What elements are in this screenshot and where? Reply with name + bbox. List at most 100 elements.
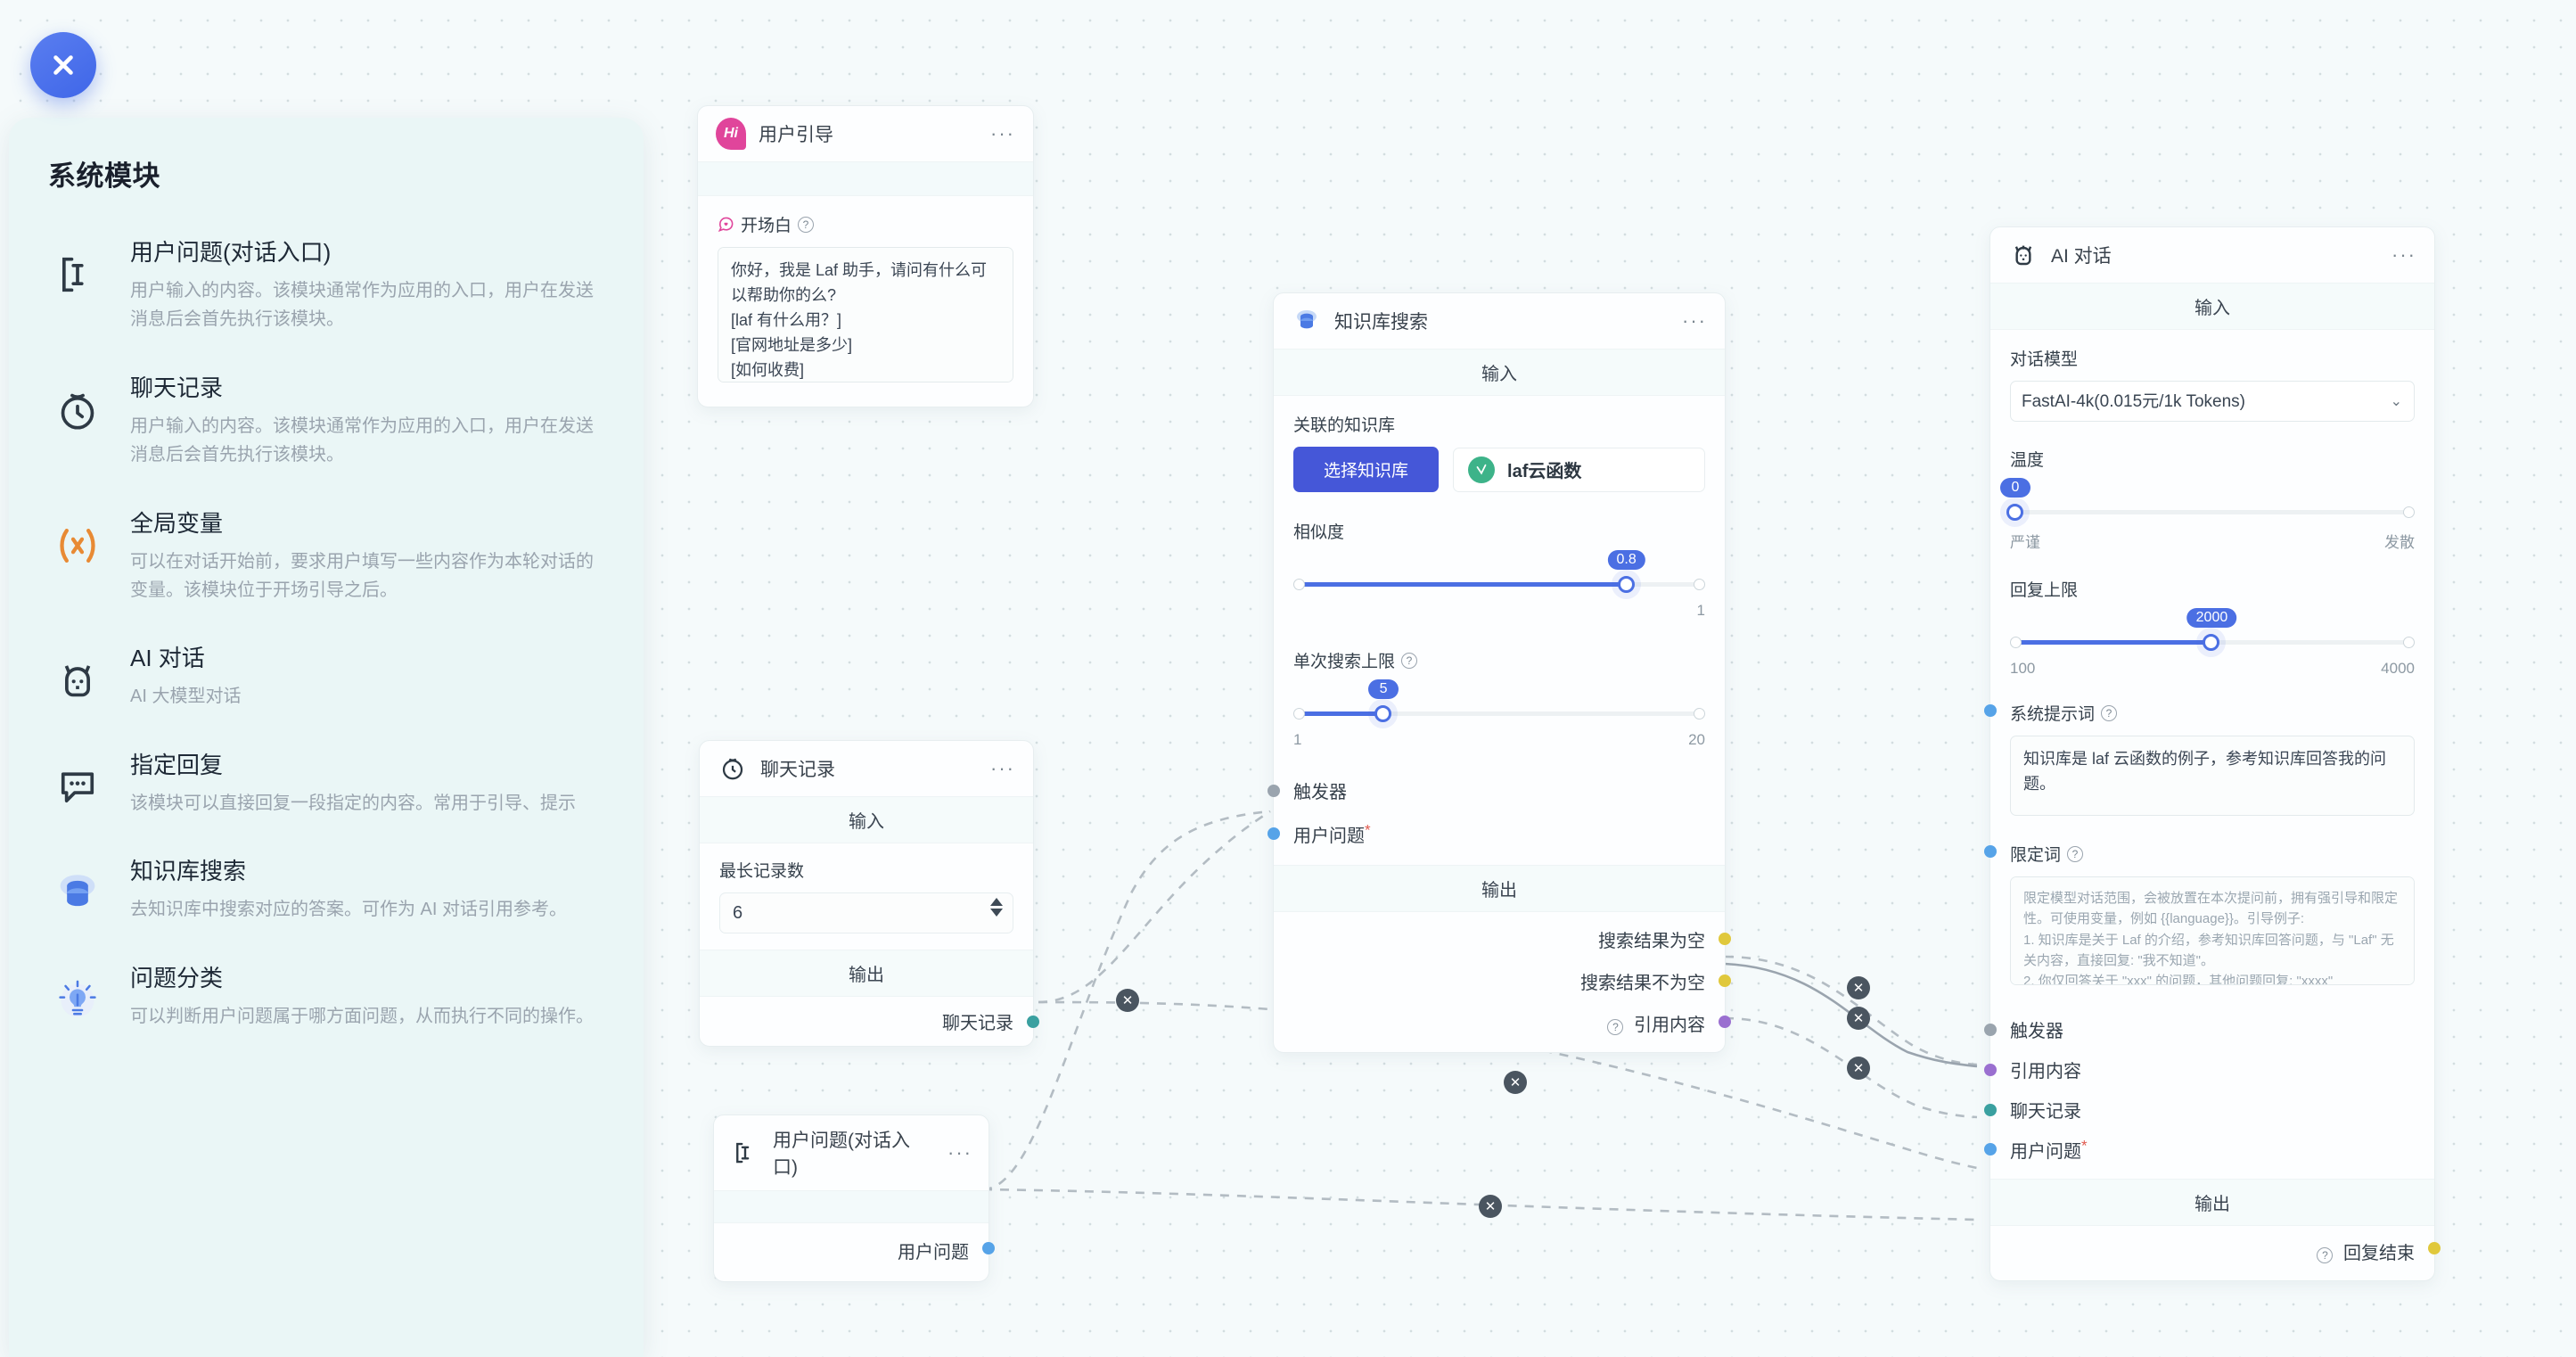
select-dataset-button[interactable]: 选择知识库 (1293, 447, 1440, 492)
node-header[interactable]: AI 对话 ··· (1990, 227, 2434, 284)
node-menu-button[interactable]: ··· (1682, 309, 1707, 332)
port-dot-chat-history[interactable] (1027, 1015, 1039, 1028)
clock-icon (48, 381, 107, 440)
max-tokens-slider[interactable]: 2000 (2010, 608, 2415, 662)
similarity-slider-knob[interactable] (1617, 576, 1635, 593)
stepper-arrows[interactable] (990, 898, 1003, 917)
node-menu-button[interactable]: ··· (990, 757, 1015, 779)
temperature-scale: 严谨 发散 (2010, 530, 2415, 552)
node-user-guide[interactable]: Hi 用户引导 ··· 开场白 ? (697, 105, 1034, 407)
output-port-quote[interactable]: ? 引用内容 (1274, 1001, 1731, 1052)
sidebar-item-ai-chat[interactable]: AI 对话 AI 大模型对话 (48, 638, 604, 711)
port-dot-system-prompt[interactable] (1984, 704, 1997, 717)
node-menu-button[interactable]: ··· (948, 1141, 972, 1164)
sidebar-item-kb-search[interactable]: 知识库搜索 去知识库中搜索对应的答案。可作为 AI 对话引用参考。 (48, 851, 604, 924)
port-dot-chat-history[interactable] (1984, 1103, 1997, 1116)
slider-fill (1297, 711, 1384, 716)
output-port-answer-end[interactable]: ? 回复结束 (1990, 1226, 2441, 1280)
port-dot-trigger[interactable] (1984, 1023, 1997, 1036)
dataset-tag-label: laf云函数 (1507, 462, 1582, 481)
dataset-tag[interactable]: laf云函数 (1453, 447, 1705, 492)
port-dot-user-question[interactable] (982, 1242, 995, 1254)
output-port-nonempty-result[interactable]: 搜索结果不为空 (1274, 959, 1731, 1001)
input-port-trigger[interactable]: 触发器 (1984, 1009, 2434, 1049)
sidebar-item-question-classify[interactable]: 问题分类 可以判断用户问题属于哪方面问题，从而执行不同的操作。 (48, 958, 604, 1031)
node-title: 用户问题(对话入口) (773, 1131, 910, 1178)
dataset-label: 关联的知识库 (1293, 416, 1396, 435)
max-records-input[interactable] (719, 892, 1013, 933)
node-menu-button[interactable]: ··· (2391, 243, 2416, 266)
temperature-slider-knob[interactable] (2006, 504, 2023, 521)
similarity-slider[interactable]: 0.8 (1293, 550, 1705, 604)
help-icon[interactable]: ? (1607, 1019, 1624, 1035)
close-panel-button[interactable] (30, 32, 96, 98)
port-dot-quote[interactable] (1984, 1063, 1997, 1076)
node-body: 开场白 ? (698, 196, 1033, 407)
sidebar-item-title: 指定回复 (130, 751, 224, 778)
edge-delete-button[interactable]: ✕ (1847, 976, 1870, 999)
search-limit-slider[interactable]: 5 (1293, 679, 1705, 733)
edge-delete-button[interactable]: ✕ (1847, 1007, 1870, 1030)
output-port-label: 搜索结果为空 (1598, 932, 1705, 951)
input-port-label: 引用内容 (2010, 1062, 2081, 1081)
input-port-chat-history[interactable]: 聊天记录 (1984, 1090, 2434, 1130)
system-prompt-textarea[interactable] (2010, 736, 2415, 816)
help-icon[interactable]: ? (2067, 845, 2084, 862)
output-port-chat-history[interactable]: 聊天记录 (700, 997, 1039, 1046)
stepper-up-icon[interactable] (990, 898, 1003, 906)
input-port-trigger[interactable]: 触发器 (1267, 769, 1725, 812)
port-dot-user-question[interactable] (1984, 1143, 1997, 1156)
node-ai-chat[interactable]: AI 对话 ··· 输入 对话模型 FastAI-4k(0.015元/1k To… (1984, 226, 2441, 1281)
qualifier-textarea[interactable] (2010, 876, 2415, 985)
port-dot-answer-end[interactable] (2428, 1242, 2441, 1254)
qualifier-label: 限定词 ? (1984, 842, 2415, 866)
port-dot-empty-result[interactable] (1719, 933, 1731, 945)
sidebar-item-user-question[interactable]: 用户问题(对话入口) 用户输入的内容。该模块通常作为应用的入口，用户在发送消息后… (48, 233, 604, 334)
model-select[interactable]: FastAI-4k(0.015元/1k Tokens) (2010, 381, 2415, 422)
slider-max-dot (1694, 708, 1705, 720)
port-dot-quote[interactable] (1719, 1016, 1731, 1028)
port-dot-nonempty-result[interactable] (1719, 974, 1731, 987)
max-records-stepper[interactable] (719, 892, 1013, 933)
output-port-empty-result[interactable]: 搜索结果为空 (1274, 912, 1731, 959)
node-header[interactable]: Hi 用户引导 ··· (698, 106, 1033, 162)
output-port-user-question[interactable]: 用户问题 (714, 1223, 995, 1281)
sidebar-item-chat-history[interactable]: 聊天记录 用户输入的内容。该模块通常作为应用的入口，用户在发送消息后会首先执行该… (48, 368, 604, 470)
search-limit-label-text: 单次搜索上限 (1293, 653, 1396, 671)
port-dot-trigger[interactable] (1267, 784, 1280, 797)
help-icon[interactable]: ? (2101, 704, 2118, 721)
node-divider-band (698, 162, 1033, 196)
input-port-user-question[interactable]: 用户问题* (1984, 1130, 2434, 1179)
node-header[interactable]: 用户问题(对话入口) ··· (714, 1115, 989, 1191)
max-tokens-slider-knob[interactable] (2203, 634, 2220, 651)
node-user-question[interactable]: 用户问题(对话入口) ··· 用户问题 (713, 1114, 995, 1282)
edge-delete-button[interactable]: ✕ (1116, 989, 1139, 1012)
node-kb-search[interactable]: 知识库搜索 ··· 输入 关联的知识库 选择知识库 laf云函数 相似度 (1267, 292, 1731, 1053)
sidebar-item-desc: 用户输入的内容。该模块通常作为应用的入口，用户在发送消息后会首先执行该模块。 (130, 415, 594, 465)
help-icon[interactable]: ? (2317, 1247, 2334, 1263)
node-header[interactable]: 聊天记录 ··· (700, 741, 1033, 797)
port-dot-qualifier[interactable] (1984, 845, 1997, 858)
output-band: 输出 (700, 950, 1033, 997)
edge-delete-button[interactable]: ✕ (1504, 1071, 1527, 1094)
search-limit-slider-knob[interactable] (1374, 705, 1392, 722)
model-select-wrap[interactable]: FastAI-4k(0.015元/1k Tokens) ⌄ (2010, 381, 2415, 422)
edge-delete-button[interactable]: ✕ (1847, 1057, 1870, 1080)
temperature-slider[interactable]: 0 (2000, 478, 2415, 531)
node-header[interactable]: 知识库搜索 ··· (1274, 293, 1725, 350)
node-chat-history[interactable]: 聊天记录 ··· 输入 最长记录数 输出 聊天记录 (699, 740, 1039, 1047)
input-port-quote[interactable]: 引用内容 (1984, 1049, 2434, 1090)
stepper-down-icon[interactable] (990, 909, 1003, 917)
sidebar-item-specified-reply[interactable]: 指定回复 该模块可以直接回复一段指定的内容。常用于引导、提示 (48, 745, 604, 818)
welcome-text-textarea[interactable] (718, 247, 1013, 382)
help-icon[interactable]: ? (1401, 652, 1418, 669)
node-menu-button[interactable]: ··· (990, 122, 1015, 144)
help-icon[interactable]: ? (798, 216, 815, 233)
input-band: 输入 (1990, 284, 2434, 330)
sidebar-item-global-variable[interactable]: 全局变量 可以在对话开始前，要求用户填写一些内容作为本轮对话的变量。该模块位于开… (48, 504, 604, 605)
system-prompt-label: 系统提示词 ? (1984, 701, 2415, 725)
port-dot-user-question[interactable] (1267, 827, 1280, 840)
input-port-user-question[interactable]: 用户问题* (1267, 812, 1725, 865)
edge-delete-button[interactable]: ✕ (1479, 1195, 1502, 1218)
